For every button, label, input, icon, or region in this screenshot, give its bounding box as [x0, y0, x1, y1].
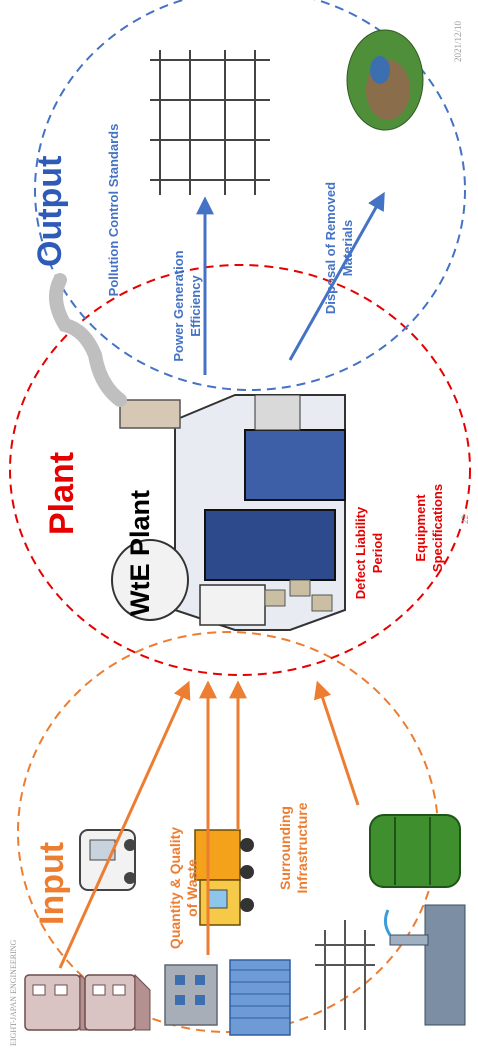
chimney-smoke-icon [49, 273, 181, 429]
input-title: Input [33, 841, 71, 925]
plant-title: Plant [43, 451, 81, 535]
apartment-icon [229, 959, 291, 1036]
quantity-quality-label: Quantity & Quality of Waste [167, 826, 200, 950]
output-region [34, 0, 466, 391]
plant-region [9, 264, 471, 676]
office-building-icon [164, 964, 218, 1026]
house-icon [84, 973, 151, 1031]
pollution-control-label: Pollution Control Standards [106, 123, 121, 297]
oil-drum-icon [369, 814, 461, 888]
power-pole-icon [315, 920, 375, 1030]
power-generation-label: Power Generation Efficiency [171, 250, 203, 362]
disposal-label: Disposal of Removed Materials [323, 181, 355, 315]
water-tap-icon [383, 904, 466, 1026]
input-arrows [58, 680, 360, 969]
output-title: Output [31, 155, 69, 267]
surrounding-infrastructure-label: Surrounding Infrastructure [277, 802, 310, 894]
footer-company: EIGHT-JAPAN ENGINEERING [9, 939, 18, 1046]
footer-date: 2021/12/10 [453, 20, 463, 62]
landfill-icon [346, 29, 424, 131]
garbage-truck-icon [194, 829, 254, 926]
wte-plant-icon [111, 394, 346, 631]
transmission-tower-icon [150, 50, 270, 195]
page-number: 22 [460, 515, 470, 524]
defect-liability-label: Defect Liability Period [353, 506, 385, 600]
output-arrows [196, 191, 385, 375]
equipment-specifications-label: Equipment Specifications [413, 483, 445, 573]
wte-plant-label: WtE Plant [125, 490, 155, 616]
